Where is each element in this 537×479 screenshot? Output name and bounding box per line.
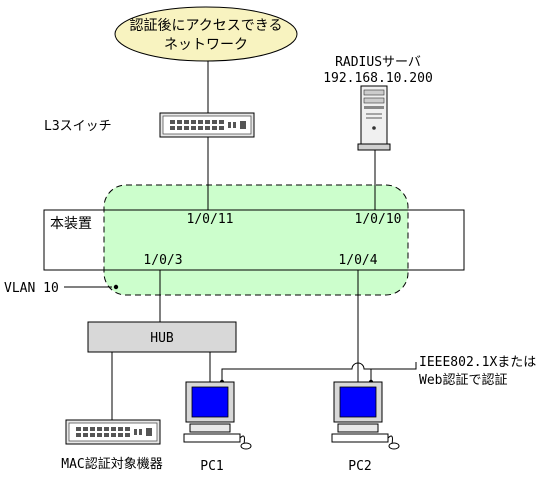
vlan-leader-dot <box>113 284 119 290</box>
vlan-region <box>103 184 409 296</box>
pc1-label: PC1 <box>200 459 223 474</box>
port-1-0-3: 1/0/3 <box>143 253 182 268</box>
pc2-label: PC2 <box>348 459 371 474</box>
port-1-0-4: 1/0/4 <box>338 253 377 268</box>
device-label: 本装置 <box>50 216 92 232</box>
hub-label: HUB <box>150 331 174 346</box>
cloud-label-line2: ネットワーク <box>164 37 248 53</box>
hub-box <box>87 321 237 353</box>
port-1-0-11: 1/0/11 <box>187 212 234 227</box>
l3-switch-icon <box>159 112 255 138</box>
auth-note-leader <box>221 362 417 382</box>
radius-server-ip: 192.168.10.200 <box>323 71 433 86</box>
radius-server-label: RADIUSサーバ <box>335 55 421 70</box>
network-cloud <box>114 6 298 62</box>
vlan-label: VLAN 10 <box>4 281 59 296</box>
radius-server-icon <box>357 85 391 151</box>
pc2-icon <box>331 381 400 450</box>
port-1-0-10: 1/0/10 <box>355 212 402 227</box>
auth-note-line1: IEEE802.1Xまたは <box>419 355 536 370</box>
mac-device-label: MAC認証対象機器 <box>61 456 162 472</box>
device-box <box>43 209 465 271</box>
auth-note-line2: Web認証で認証 <box>419 372 507 388</box>
cloud-label-line1: 認証後にアクセスできる <box>129 18 282 34</box>
mac-device-icon <box>65 419 161 445</box>
pc1-icon <box>183 381 252 450</box>
l3-switch-label: L3スイッチ <box>44 119 112 134</box>
